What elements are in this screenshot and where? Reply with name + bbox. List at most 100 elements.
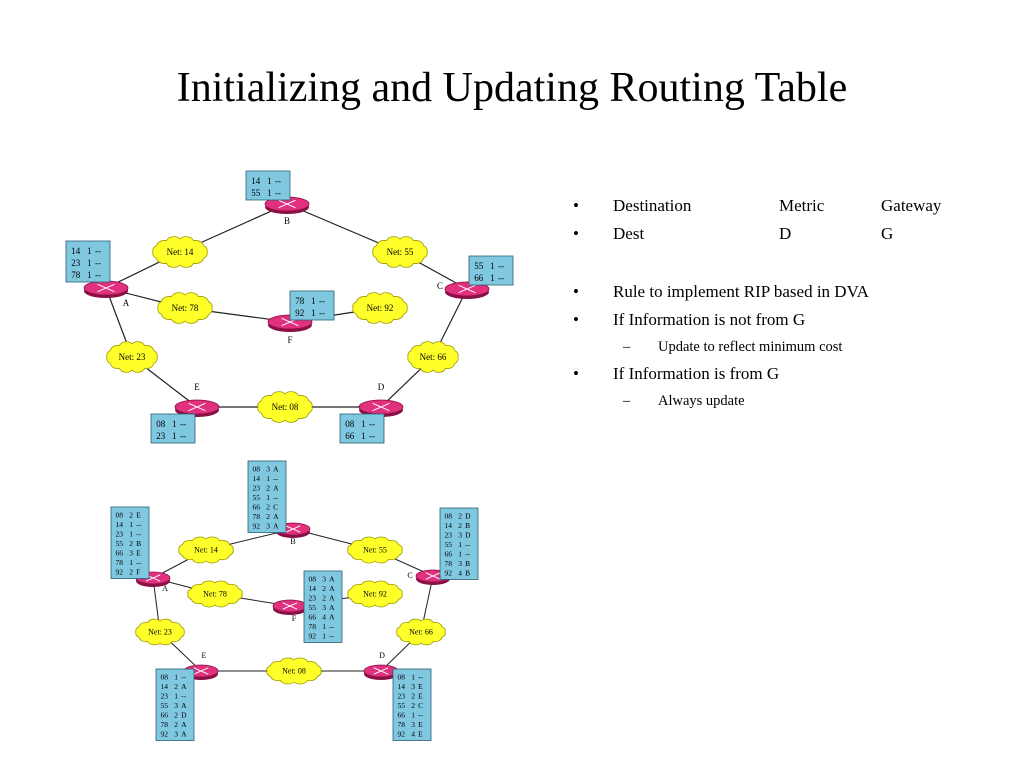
table-cell: C [273, 503, 278, 512]
table-cell: -- [273, 493, 278, 502]
table-cell: 2 [174, 711, 178, 720]
table-cell: 23 [116, 530, 124, 539]
table-cell: 66 [116, 549, 124, 558]
table-cell: 4 [322, 613, 326, 622]
router-d-icon [363, 664, 399, 680]
table-cell: -- [465, 540, 470, 549]
table-cell: 1 [174, 673, 178, 682]
table-cell: A [329, 594, 335, 603]
table-cell: C [418, 701, 423, 710]
table-cell: 23 [156, 431, 166, 441]
table-cell: A [273, 522, 279, 531]
table-cell: D [465, 512, 471, 521]
table-cell: 3 [458, 531, 462, 540]
table-cell: 78 [253, 512, 261, 521]
col-metric: Metric [779, 196, 825, 215]
table-cell: A [329, 575, 335, 584]
bullet-list: • Destination Metric Gateway • Dest D G … [573, 195, 1013, 417]
table-cell: 1 [311, 308, 316, 318]
bullet-dot: • [573, 282, 579, 301]
table-cell: -- [136, 558, 141, 567]
table-cell: 1 [266, 493, 270, 502]
table-cell: B [136, 539, 141, 548]
table-cell: 2 [322, 584, 326, 593]
table-cell: 2 [266, 512, 270, 521]
table-cell: E [136, 549, 141, 558]
table-cell: 2 [129, 511, 133, 520]
sub-bullet-dash: – [623, 393, 631, 409]
table-cell: 3 [322, 603, 326, 612]
table-cell: 08 [253, 465, 261, 474]
network-label: Net: 08 [282, 667, 306, 676]
router-label: A [162, 584, 168, 593]
slide-title: Initializing and Updating Routing Table [176, 65, 848, 111]
table-cell: -- [95, 246, 101, 256]
table-cell: B [465, 569, 470, 578]
table-cell: 92 [116, 568, 124, 577]
table-cell: 23 [253, 484, 261, 493]
table-cell: -- [136, 530, 141, 539]
network-cloud: Net: 08 [257, 391, 313, 423]
table-cell: 3 [411, 720, 415, 729]
table-cell: 3 [174, 701, 178, 710]
table-cell: 1 [361, 431, 366, 441]
table-cell: -- [498, 273, 504, 283]
router-label: D [379, 651, 385, 660]
table-cell: 1 [266, 474, 270, 483]
table-cell: 3 [266, 465, 270, 474]
network-label: Net: 78 [203, 590, 227, 599]
table-cell: 2 [129, 539, 133, 548]
table-cell: A [181, 701, 187, 710]
table-cell: 78 [295, 296, 305, 306]
table-cell: E [418, 682, 423, 691]
table-cell: -- [418, 673, 423, 682]
table-cell: 14 [309, 584, 317, 593]
table-cell: A [181, 682, 187, 691]
bullet-from-g: • If Information is from G [573, 363, 1013, 391]
table-cell: -- [329, 632, 334, 641]
table-cell: 3 [129, 549, 133, 558]
table-cell: 3 [174, 730, 178, 739]
col-gateway: Gateway [881, 196, 942, 215]
table-cell: 1 [458, 550, 462, 559]
network-cloud: Net: 23 [106, 341, 158, 373]
network-label: Net: 23 [119, 352, 146, 362]
table-cell: 14 [116, 520, 124, 529]
router-label: A [123, 298, 130, 308]
network-label: Net: 66 [409, 628, 433, 637]
router-c-icon [444, 281, 490, 299]
table-cell: 78 [71, 270, 81, 280]
table-cell: 1 [129, 558, 133, 567]
table-cell: A [329, 603, 335, 612]
router-label: E [194, 382, 200, 392]
table-cell: 1 [172, 419, 177, 429]
table-cell: -- [275, 176, 281, 186]
table-cell: 1 [172, 431, 177, 441]
col-destination: Destination [613, 196, 692, 215]
table-cell: 78 [116, 558, 124, 567]
table-cell: 1 [322, 632, 326, 641]
table-cell: 14 [445, 521, 453, 530]
table-cell: 55 [445, 540, 453, 549]
network-label: Net: 08 [272, 402, 299, 412]
network-label: Net: 66 [420, 352, 447, 362]
table-cell: 66 [445, 550, 453, 559]
table-cell: 66 [398, 711, 406, 720]
bullet-from-g-text: If Information is from G [613, 364, 780, 383]
table-cell: 1 [361, 419, 366, 429]
sub-bullet-always: – Always update [573, 391, 1013, 417]
table-cell: 3 [458, 559, 462, 568]
table-cell: 55 [398, 701, 406, 710]
table-cell: 2 [458, 521, 462, 530]
table-cell: 55 [116, 539, 124, 548]
bullet-rule: • Rule to implement RIP based in DVA [573, 281, 1013, 309]
table-cell: 66 [161, 711, 169, 720]
router-label: D [378, 382, 385, 392]
table-cell: 23 [445, 531, 453, 540]
table-cell: B [465, 559, 470, 568]
network-label: Net: 92 [367, 303, 394, 313]
